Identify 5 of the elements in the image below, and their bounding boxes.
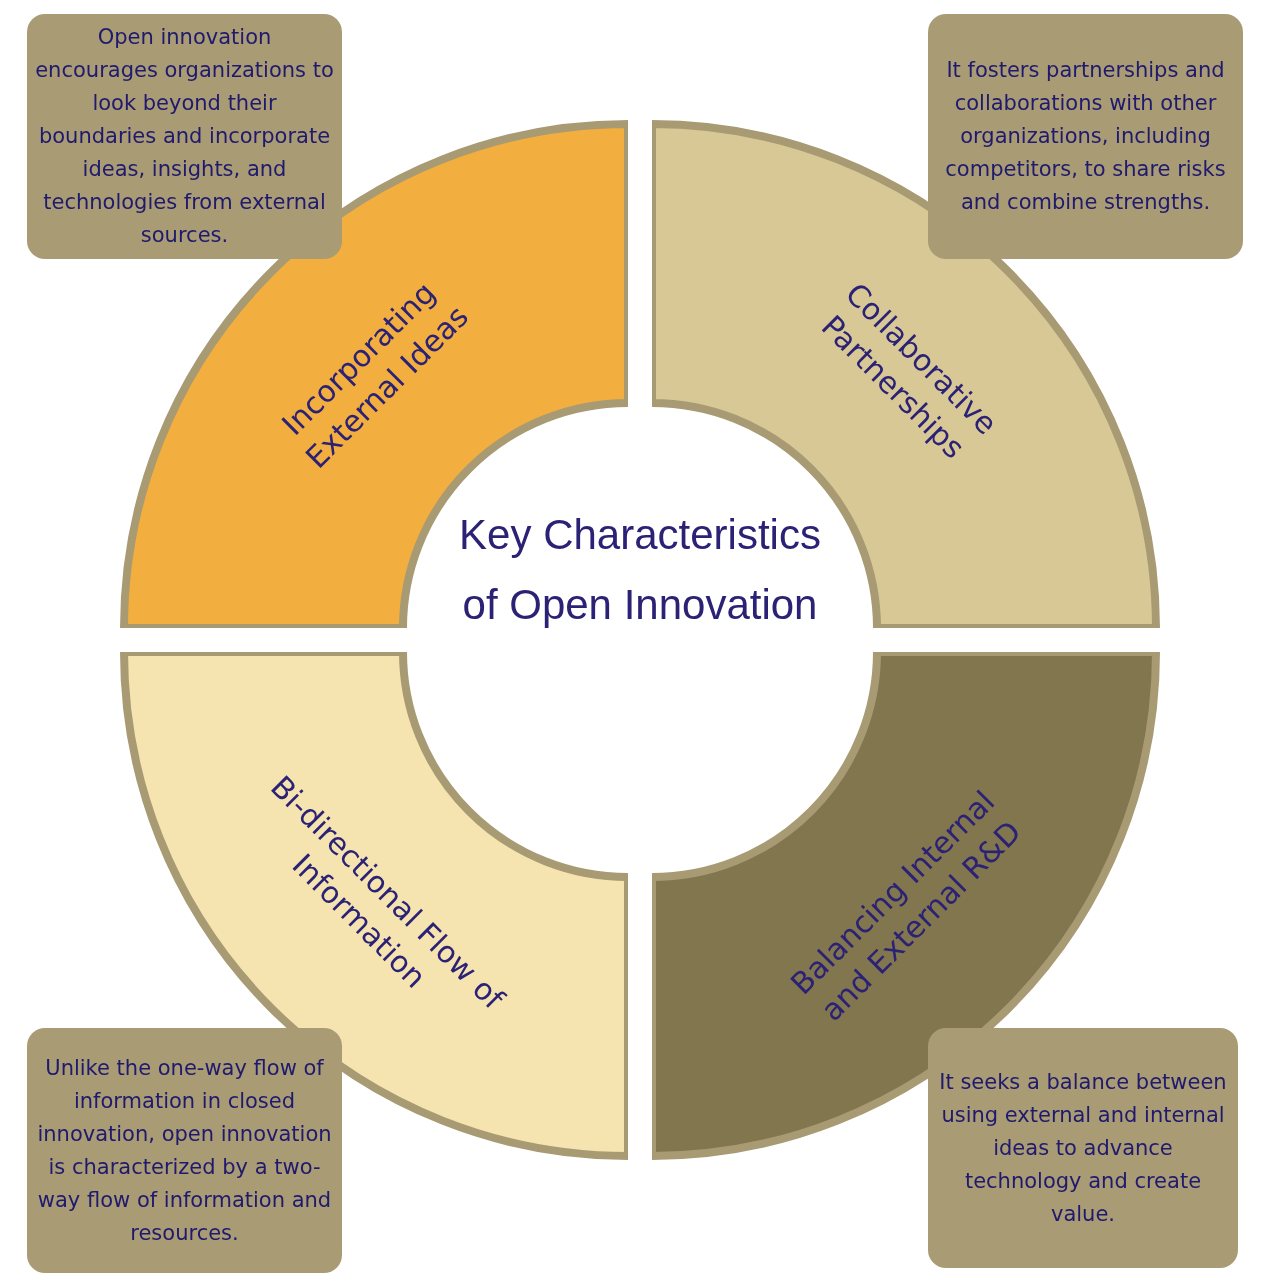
diagram-title: Key Characteristics of Open Innovation: [458, 510, 822, 630]
description-box: It fosters partnerships and collaborations with other organizations, including competitors, to share risks and combine strengths.: [928, 14, 1243, 259]
description-box: It seeks a balance between using external and internal ideas to advance technology and create value.: [928, 1028, 1238, 1268]
description-box: Unlike the one-way flow of information in closed innovation, open innovation is characterized by a two-way flow of information and resources.: [27, 1028, 342, 1273]
description-box: Open innovation encourages organizations to look beyond their boundaries and incorporate ideas, insights, and technologies from external sources.: [27, 14, 342, 259]
